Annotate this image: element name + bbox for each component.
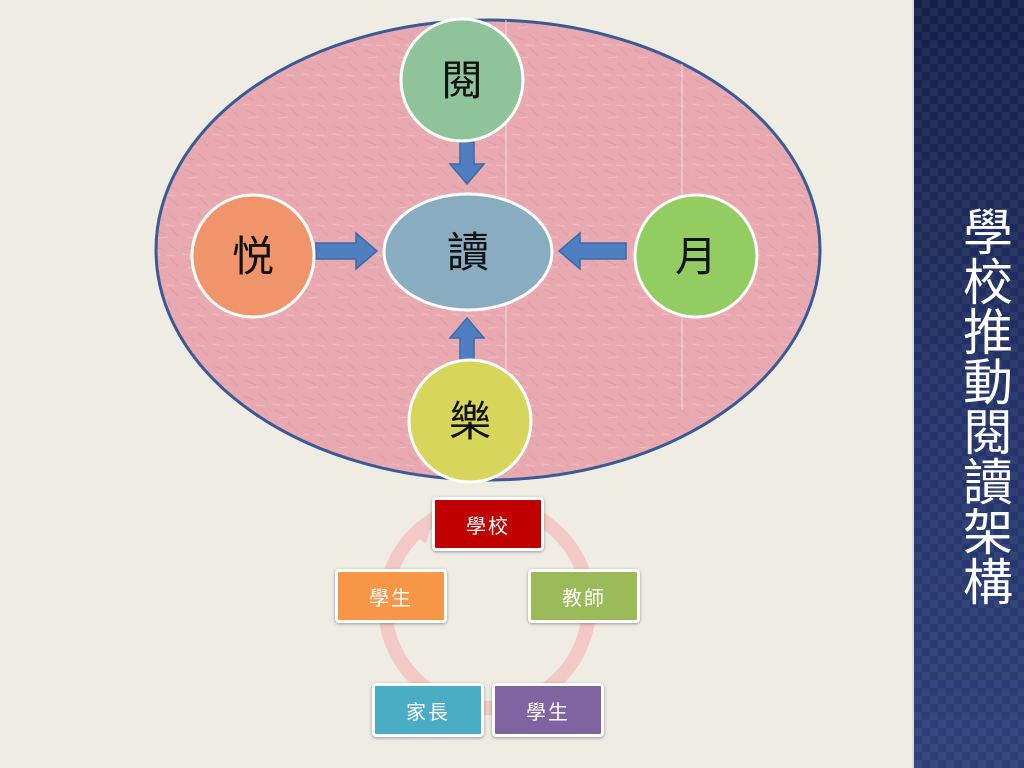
center-node xyxy=(382,192,554,312)
side-panel: 學校推動閱讀架構 xyxy=(912,0,1024,768)
node-top xyxy=(399,17,525,143)
node-bottom-label: 樂 xyxy=(449,397,491,446)
node-top-label: 閱 xyxy=(441,56,483,105)
cycle-arrow-icon xyxy=(410,522,432,544)
arrow-left-icon xyxy=(557,231,627,271)
node-left-label: 悦 xyxy=(232,232,274,281)
arrow-right-icon xyxy=(315,231,379,271)
cycle-box-parent: 家長 xyxy=(372,683,484,737)
reading-concept-diagram: 讀 閱 悦 月 樂 xyxy=(154,17,822,484)
node-right-label: 月 xyxy=(675,232,717,281)
node-bottom xyxy=(407,358,533,484)
arrow-down-icon xyxy=(448,141,486,186)
cycle-box-student-left: 學生 xyxy=(335,569,447,623)
node-right xyxy=(633,193,759,319)
cycle-box-school: 學校 xyxy=(432,497,544,551)
cycle-box-teacher: 教師 xyxy=(528,569,640,623)
slide-title: 學校推動閱讀架構 xyxy=(955,206,1013,606)
center-node-label: 讀 xyxy=(447,228,489,277)
cycle-box-student-right: 學生 xyxy=(492,683,604,737)
node-left xyxy=(190,193,316,319)
